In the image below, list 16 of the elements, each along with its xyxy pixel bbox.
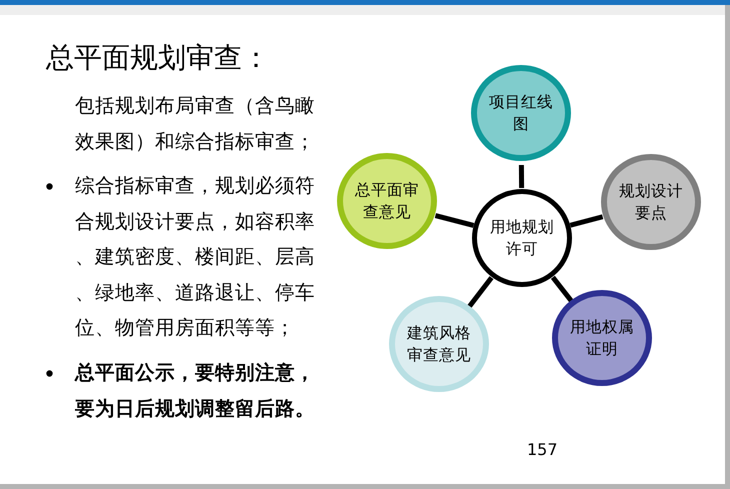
paragraph: 综合指标审查，规划必须符合规划设计要点，如容积率、建筑密度、楼间距、层高、绿地率、道路退让、停车位、物管用房面积等等； (75, 173, 316, 341)
connector-line (570, 214, 604, 228)
connector-line (550, 276, 574, 302)
topic-circle: 建筑风格审查意见 (389, 296, 489, 392)
connector-line (434, 213, 474, 228)
hub-circle: 用地规划许可 (472, 189, 572, 287)
paragraph: 包括规划布局审查（含鸟瞰效果图）和综合指标审查； (75, 93, 316, 154)
paragraph: 总平面公示，要特别注意，要为日后规划调整留后路。 (75, 360, 316, 422)
topic-circle: 项目红线图 (471, 65, 571, 161)
connector-line (467, 276, 494, 308)
topic-circle: 规划设计要点 (601, 154, 701, 250)
topic-circle: 用地权属证明 (552, 290, 652, 386)
topic-circle: 总平面审查意见 (337, 153, 437, 249)
slide-title: 总平面规划审查： (46, 40, 270, 76)
connector-line (518, 164, 524, 188)
page-number: 157 (527, 440, 558, 460)
